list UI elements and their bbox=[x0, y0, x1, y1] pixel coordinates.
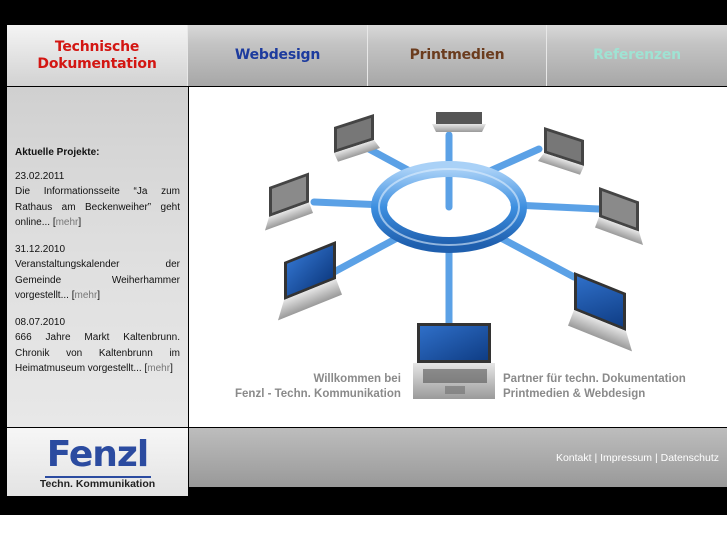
welcome-line1: Willkommen bei bbox=[313, 373, 401, 385]
sidebar-title: Aktuelle Projekte: bbox=[15, 147, 100, 158]
news-item: 23.02.2011 Die Informationsseite “Ja zum… bbox=[15, 169, 180, 231]
news-text: Die Informationsseite “Ja zum Rathaus am… bbox=[15, 186, 180, 228]
news-date: 31.12.2010 bbox=[15, 243, 66, 255]
bracket-close: ] bbox=[170, 363, 173, 374]
nav-label: Webdesign bbox=[234, 47, 321, 63]
nav-label-line1: Technische bbox=[54, 38, 140, 55]
network-illustration bbox=[265, 112, 643, 399]
welcome-text: Willkommen bei Fenzl - Techn. Kommunikat… bbox=[235, 372, 401, 402]
footer-link-impressum[interactable]: Impressum bbox=[600, 452, 653, 464]
news-item: 08.07.2010 666 Jahre Markt Kaltenbrunn. … bbox=[15, 315, 180, 377]
bracket-open: [ bbox=[52, 217, 56, 228]
nav-technische-dokumentation[interactable]: Technische Dokumentation bbox=[7, 25, 188, 86]
nav-webdesign[interactable]: Webdesign bbox=[188, 25, 368, 86]
more-link[interactable]: mehr bbox=[74, 290, 98, 301]
logo-subtitle: Techn. Kommunikation bbox=[39, 478, 156, 490]
laptop-icon bbox=[278, 240, 342, 321]
laptop-icon bbox=[595, 187, 643, 246]
welcome-line2: Fenzl - Techn. Kommunikation bbox=[235, 388, 401, 400]
more-link[interactable]: mehr bbox=[147, 363, 171, 374]
news-sidebar: Aktuelle Projekte: 23.02.2011 Die Inform… bbox=[7, 87, 188, 427]
footer: Kontakt | Impressum | Datenschutz bbox=[189, 428, 727, 487]
bracket-open: [ bbox=[144, 363, 148, 374]
partner-line1: Partner für techn. Dokumentation bbox=[503, 373, 686, 385]
partner-text: Partner für techn. Dokumentation Printme… bbox=[503, 372, 686, 402]
logo-name: Fenzl bbox=[46, 434, 149, 475]
nav-printmedien[interactable]: Printmedien bbox=[368, 25, 547, 86]
nav-label: Printmedien bbox=[409, 47, 505, 63]
footer-link-kontakt[interactable]: Kontakt bbox=[555, 452, 592, 464]
more-link[interactable]: mehr bbox=[55, 217, 79, 228]
laptop-icon bbox=[568, 272, 632, 352]
laptop-icon bbox=[265, 172, 313, 231]
footer-links: Kontakt | Impressum | Datenschutz bbox=[556, 452, 719, 464]
bracket-open: [ bbox=[71, 290, 75, 301]
nav-label: Referenzen bbox=[593, 47, 681, 63]
laptop-icon bbox=[538, 127, 584, 175]
partner-line2: Printmedien & Webdesign bbox=[503, 388, 646, 400]
logo[interactable]: Fenzl Techn. Kommunikation bbox=[7, 428, 188, 496]
news-item: 31.12.2010 Veranstaltungskalender der Ge… bbox=[15, 242, 180, 304]
footer-separator: | bbox=[652, 452, 661, 464]
nav-referenzen[interactable]: Referenzen bbox=[547, 25, 727, 86]
bracket-close: ] bbox=[97, 290, 101, 301]
logo-underline bbox=[45, 476, 151, 478]
news-text: Veranstaltungskalender der Gemeinde Weih… bbox=[15, 259, 180, 301]
main-nav: Technische Dokumentation Webdesign Print… bbox=[7, 25, 727, 86]
news-text: 666 Jahre Markt Kaltenbrunn. Chronik von… bbox=[15, 332, 180, 374]
laptop-icon bbox=[334, 114, 380, 162]
laptop-icon bbox=[413, 323, 495, 399]
hero-area: Willkommen bei Fenzl - Techn. Kommunikat… bbox=[189, 87, 727, 427]
footer-separator: | bbox=[591, 452, 601, 464]
laptop-icon bbox=[432, 112, 486, 132]
news-date: 23.02.2011 bbox=[15, 170, 65, 182]
network-ring bbox=[371, 161, 527, 253]
footer-link-datenschutz[interactable]: Datenschutz bbox=[660, 452, 719, 464]
bracket-close: ] bbox=[78, 217, 82, 228]
nav-label-line2: Dokumentation bbox=[37, 55, 157, 72]
page-bottom bbox=[0, 515, 727, 545]
news-date: 08.07.2010 bbox=[15, 316, 66, 328]
